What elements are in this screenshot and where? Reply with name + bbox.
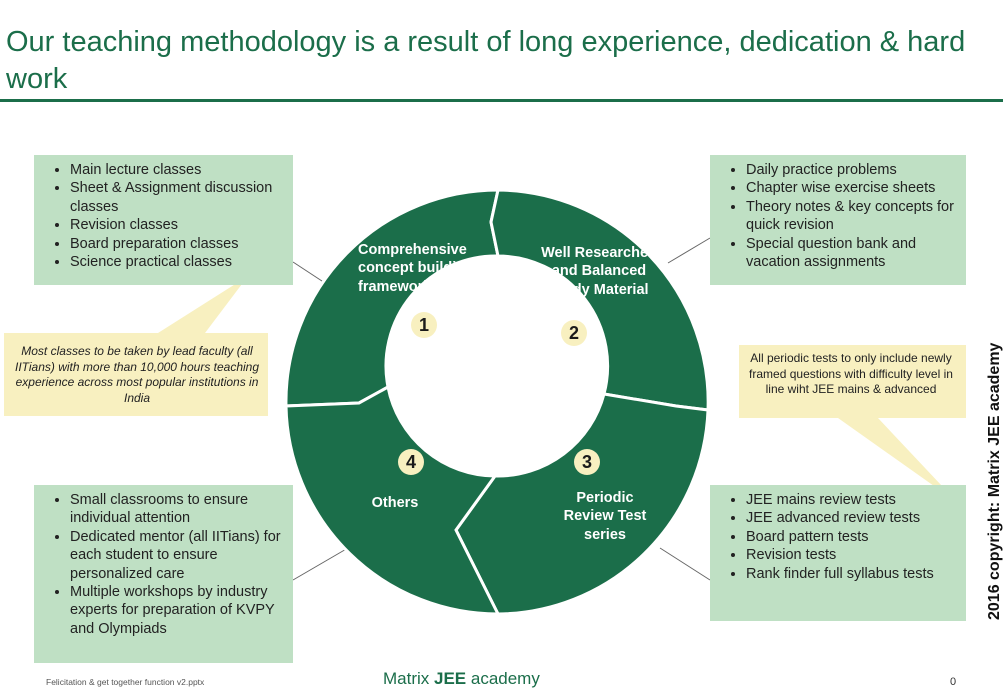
- ring-segment-4: [284, 384, 501, 616]
- footer-filename: Felicitation & get together function v2.…: [46, 677, 205, 687]
- box-study-material: Daily practice problems Chapter wise exe…: [710, 155, 966, 285]
- list-item: Board preparation classes: [70, 235, 287, 253]
- page-title: Our teaching methodology is a result of …: [6, 26, 966, 95]
- list-item: JEE mains review tests: [746, 491, 960, 509]
- list-item: Small classrooms to ensure individual at…: [70, 491, 287, 528]
- copyright-notice: 2016 copyright: Matrix JEE academy: [986, 342, 1003, 620]
- ring-segment-2: [489, 188, 710, 412]
- callout-left-text: Most classes to be taken by lead faculty…: [14, 344, 260, 405]
- ring-segment-3: [454, 392, 710, 616]
- callout-right-text: All periodic tests to only include newly…: [749, 351, 953, 396]
- list-item: Revision tests: [746, 546, 960, 564]
- segment-1-number: 1: [418, 315, 429, 335]
- connector-line-4: [292, 547, 349, 581]
- list-item: Sheet & Assignment discussion classes: [70, 179, 287, 216]
- list-item: Rank finder full syllabus tests: [746, 565, 960, 583]
- list-item: Theory notes & key concepts for quick re…: [746, 198, 960, 235]
- segment-4-label: Others: [371, 495, 419, 511]
- ring-segment-1: [284, 188, 500, 408]
- footer-brand: Matrix JEE academy: [383, 669, 540, 689]
- segment-4-number: 4: [405, 452, 416, 472]
- list-item: Revision classes: [70, 216, 287, 234]
- box-others: Small classrooms to ensure individual at…: [34, 485, 293, 663]
- box-review-tests: JEE mains review tests JEE advanced revi…: [710, 485, 966, 621]
- brand-suffix: academy: [466, 669, 540, 688]
- segment-3-number: 3: [581, 452, 592, 472]
- title-divider: [0, 99, 1003, 102]
- badge-1: [411, 312, 437, 338]
- callout-right-bubble: [739, 345, 966, 503]
- badge-2: [561, 320, 587, 346]
- brand-bold: JEE: [434, 669, 467, 688]
- box-classes: Main lecture classes Sheet & Assignment …: [34, 155, 293, 285]
- segment-1-label: Comprehensive concept building framework: [358, 242, 474, 295]
- list-item: Science practical classes: [70, 253, 287, 271]
- connector-line-3: [659, 547, 711, 581]
- callout-left-bubble: [4, 276, 268, 416]
- list-item: Multiple workshops by industry experts f…: [70, 583, 287, 638]
- ring: [284, 188, 710, 616]
- badge-3: [574, 449, 600, 475]
- segment-2-label: Well Researched and Balanced Study Mater…: [541, 245, 657, 298]
- brand-prefix: Matrix: [383, 669, 434, 688]
- list-item: Special question bank and vacation assig…: [746, 235, 960, 272]
- list-item: Dedicated mentor (all IITians) for each …: [70, 528, 287, 583]
- segment-3-label: Periodic Review Test series: [563, 490, 647, 543]
- badge-4: [398, 449, 424, 475]
- list-item: Board pattern tests: [746, 528, 960, 546]
- connector-line-2: [667, 237, 711, 264]
- list-item: Main lecture classes: [70, 161, 287, 179]
- list-item: JEE advanced review tests: [746, 509, 960, 527]
- list-item: Daily practice problems: [746, 161, 960, 179]
- list-item: Chapter wise exercise sheets: [746, 179, 960, 197]
- page-number: 0: [950, 676, 957, 688]
- connector-line-1: [292, 261, 326, 284]
- segment-2-number: 2: [568, 323, 579, 343]
